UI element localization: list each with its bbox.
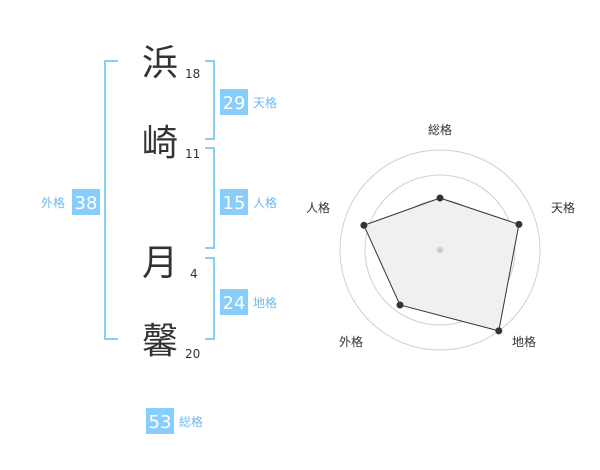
jinkaku-badge: 15 人格 <box>220 189 277 215</box>
radar-label-soukaku: 総格 <box>428 122 452 137</box>
name-char-3: 月 <box>142 243 178 284</box>
radar-point-4 <box>396 301 404 309</box>
radar-center-dot <box>437 247 443 253</box>
radar-labels: 総格 天格 地格 外格 人格 <box>306 122 575 349</box>
radar-points <box>360 194 523 335</box>
gaikaku-value: 38 <box>75 193 98 214</box>
jinkaku-value: 15 <box>223 193 246 214</box>
radar-point-3 <box>495 327 503 335</box>
stroke-count-3: 4 <box>190 267 198 281</box>
tenkaku-box <box>220 89 248 115</box>
chikaku-badge: 24 地格 <box>220 289 277 315</box>
chikaku-box <box>220 289 248 315</box>
name-char-4: 馨 <box>142 321 178 362</box>
radar-point-2 <box>515 220 523 228</box>
name-column: 浜 18 崎 11 月 4 馨 20 <box>142 43 200 362</box>
soukaku-box <box>146 408 174 434</box>
tenkaku-value: 29 <box>223 93 246 114</box>
name-char-2: 崎 <box>142 123 178 164</box>
chikaku-bracket <box>205 257 215 340</box>
soukaku-value: 53 <box>149 412 172 433</box>
tenkaku-label: 天格 <box>253 95 277 110</box>
jinkaku-bracket <box>205 147 215 249</box>
radar-point-1 <box>436 194 444 202</box>
stroke-count-4: 20 <box>185 347 200 361</box>
gaikaku-bracket <box>104 60 118 340</box>
tenkaku-bracket <box>205 60 215 140</box>
radar-label-chikaku: 地格 <box>512 334 536 349</box>
stroke-count-2: 11 <box>185 147 200 161</box>
radar-point-5 <box>360 221 368 229</box>
jinkaku-box <box>220 189 248 215</box>
gaikaku-box <box>72 189 100 215</box>
tenkaku-badge: 29 天格 <box>220 89 277 115</box>
name-char-1: 浜 <box>142 43 178 84</box>
jinkaku-label: 人格 <box>253 195 277 210</box>
radar-ring-4 <box>339 149 541 351</box>
radar-label-jinkaku: 人格 <box>306 200 330 215</box>
radar-polygon <box>363 197 520 332</box>
gaikaku-badge: 外格 38 <box>41 189 100 215</box>
soukaku-label: 総格 <box>179 414 203 429</box>
brackets <box>104 60 215 340</box>
radar-label-tenkaku: 天格 <box>551 200 575 215</box>
soukaku-badge: 53 総格 <box>146 408 203 434</box>
gaikaku-label: 外格 <box>41 195 65 210</box>
radar-label-gaikaku: 外格 <box>339 334 363 349</box>
stroke-count-1: 18 <box>185 67 200 81</box>
radar-ring-3 <box>364 174 516 326</box>
radar-chart: 総格 天格 地格 外格 人格 <box>306 122 575 351</box>
chikaku-label: 地格 <box>253 295 277 310</box>
chikaku-value: 24 <box>223 293 246 314</box>
